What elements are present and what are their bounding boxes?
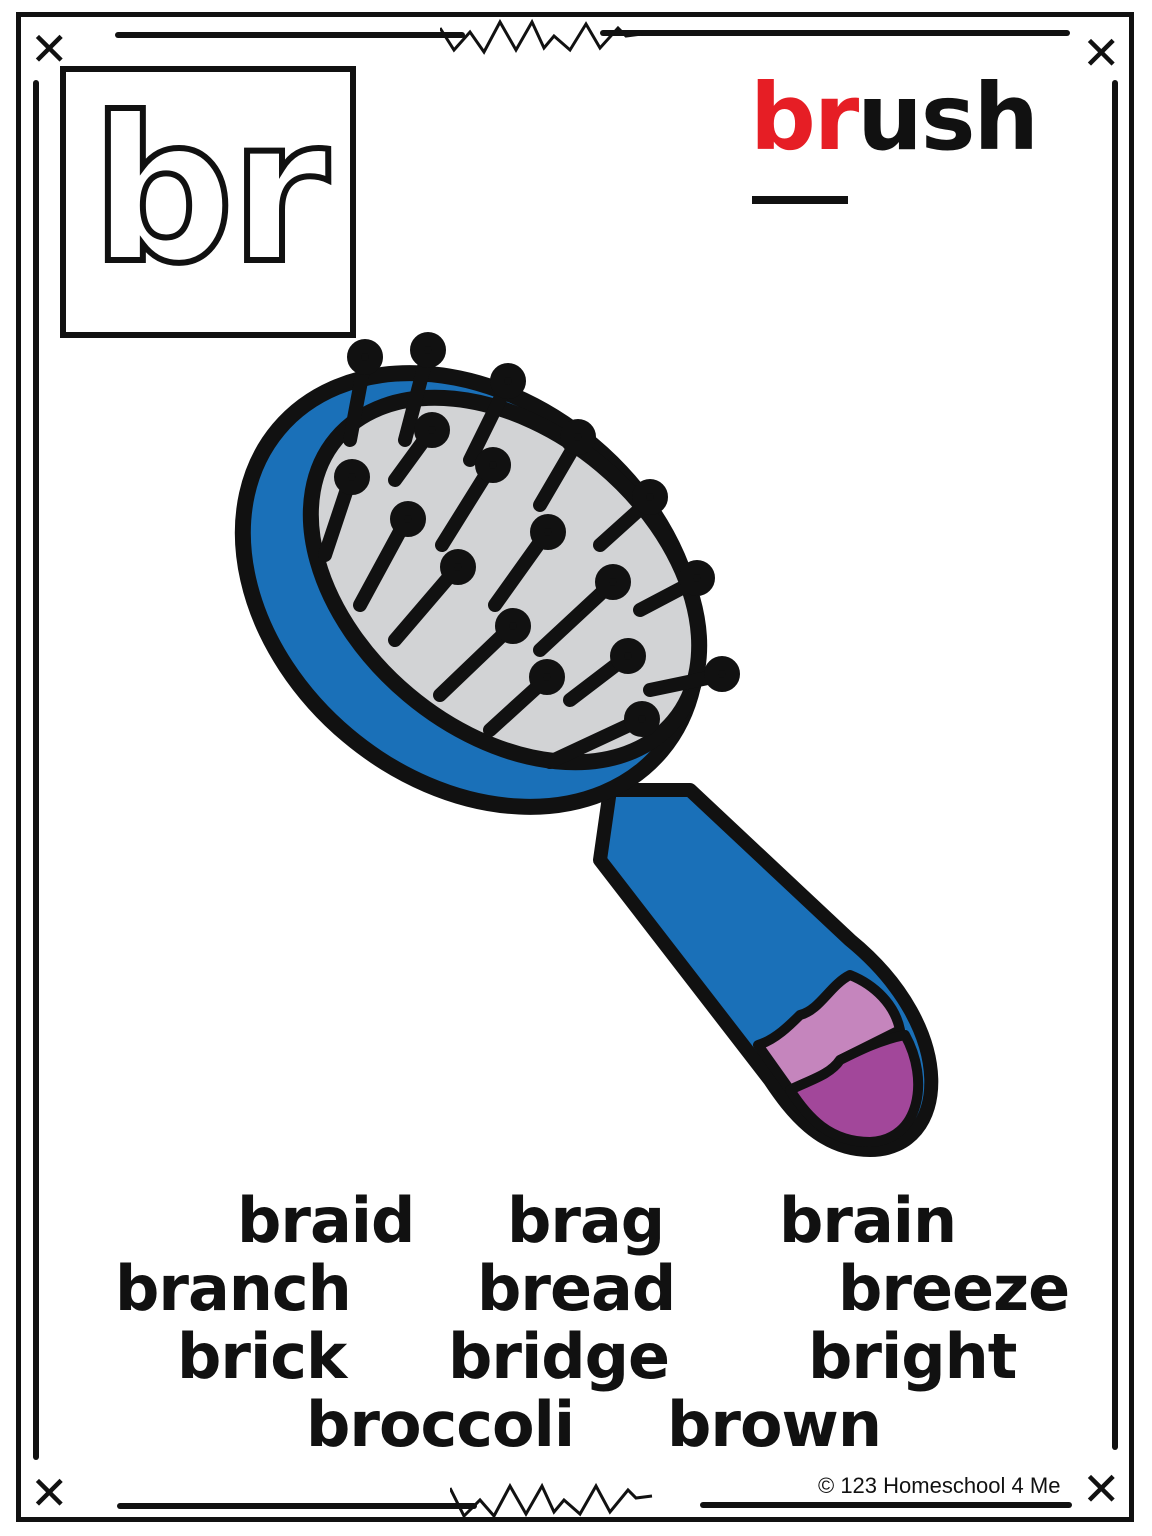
left-border-line [33, 80, 39, 1460]
word-item: breeze [838, 1252, 1070, 1325]
top-border-line [115, 32, 465, 38]
top-border-line [600, 30, 1070, 36]
zigzag-top-icon [440, 18, 643, 55]
word-item: broccoli [306, 1388, 575, 1461]
keyword-highlight: br [750, 64, 859, 171]
corner-x-icon: ✕ [1082, 26, 1121, 80]
word-item: brick [177, 1320, 347, 1393]
keyword-title: brush [750, 72, 1039, 164]
bottom-border-line [700, 1502, 1072, 1508]
bottom-border-line [117, 1503, 477, 1509]
hairbrush-illustration [234, 332, 939, 1157]
blend-letter-box: br [60, 66, 356, 338]
card-frame [16, 12, 1134, 1522]
word-item: bridge [448, 1320, 670, 1393]
word-item: braid [237, 1184, 415, 1257]
word-item: brown [667, 1388, 882, 1461]
word-item: brain [779, 1184, 957, 1257]
word-item: bright [808, 1320, 1017, 1393]
corner-x-icon: ✕ [30, 22, 69, 76]
keyword-rest: ush [857, 64, 1039, 171]
corner-x-icon: ✕ [1082, 1462, 1121, 1516]
corner-x-icon: ✕ [30, 1466, 69, 1520]
word-item: bread [477, 1252, 676, 1325]
keyword-underline [752, 196, 848, 204]
right-border-line [1112, 80, 1118, 1450]
copyright-text: © 123 Homeschool 4 Me [818, 1473, 1061, 1498]
word-item: branch [115, 1252, 352, 1325]
word-item: brag [507, 1184, 665, 1257]
zigzag-bottom-icon [450, 1482, 653, 1519]
blend-letters: br [88, 75, 332, 308]
